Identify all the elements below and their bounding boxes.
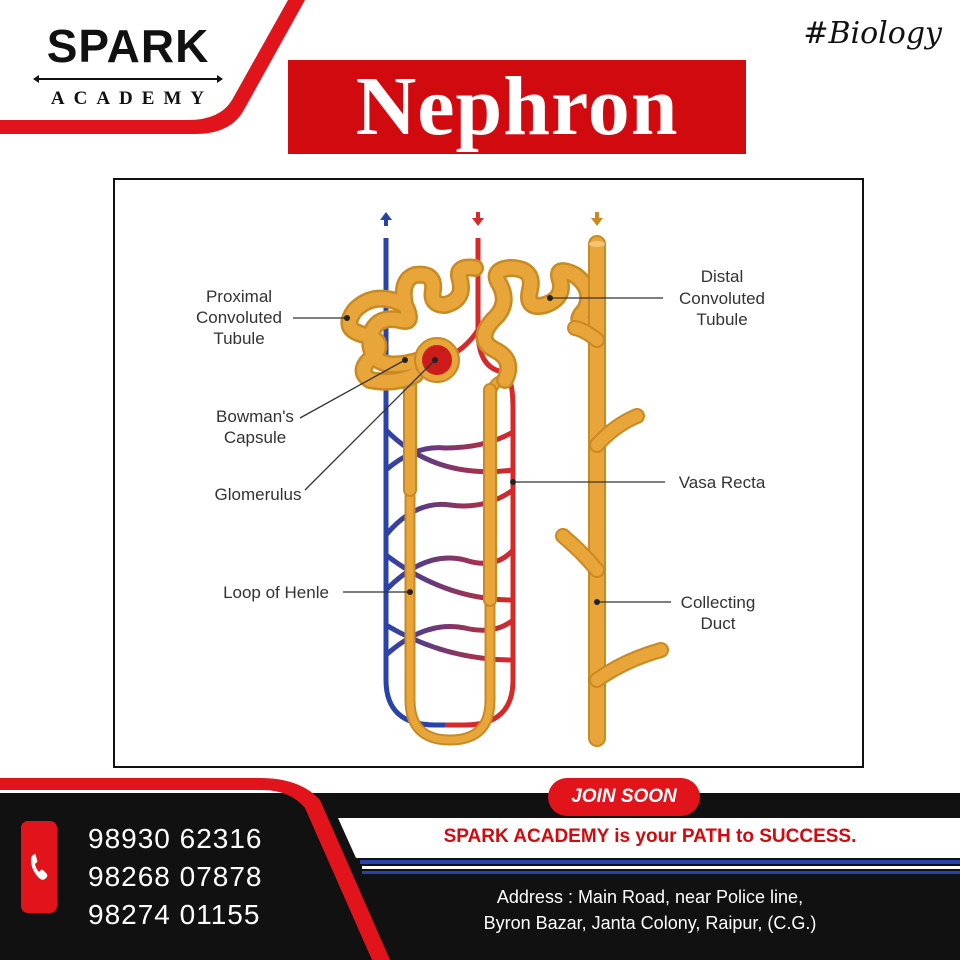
label-dct-3: Tubule xyxy=(696,310,747,329)
tagline: SPARK ACADEMY is your PATH to SUCCESS. xyxy=(443,826,857,847)
title-banner: Nephron xyxy=(288,60,746,154)
leader-lines xyxy=(293,297,671,603)
label-pct-1: Proximal xyxy=(206,287,272,306)
phone-number-2[interactable]: 98268 07878 xyxy=(88,861,263,892)
label-bowman-1: Bowman's xyxy=(216,407,294,426)
label-dct-2: Convoluted xyxy=(679,289,765,308)
flow-arrow-up-icon xyxy=(380,212,392,226)
nephron-illustration: Proximal Convoluted Tubule Bowman's Caps… xyxy=(196,212,766,747)
vein-vessel xyxy=(383,238,455,728)
label-glomerulus: Glomerulus xyxy=(215,485,302,504)
label-cd-2: Duct xyxy=(701,614,736,633)
phone-numbers: 98930 62316 98268 07878 98274 01155 xyxy=(88,820,263,934)
address-line-1: Address : Main Road, near Police line, xyxy=(496,887,804,907)
label-pct-3: Tubule xyxy=(213,329,264,348)
address: Address : Main Road, near Police line, B… xyxy=(420,884,880,936)
join-soon-badge: JOIN SOON xyxy=(548,778,700,816)
logo-divider-icon xyxy=(33,75,223,83)
label-pct-2: Convoluted xyxy=(196,308,282,327)
phone-number-1[interactable]: 98930 62316 xyxy=(88,823,263,854)
hashtag: #Biology xyxy=(803,16,942,51)
label-dct-1: Distal xyxy=(701,267,744,286)
label-cd-1: Collecting xyxy=(681,593,756,612)
nephron-diagram: Proximal Convoluted Tubule Bowman's Caps… xyxy=(113,178,864,768)
address-line-2: Byron Bazar, Janta Colony, Raipur, (C.G.… xyxy=(483,913,817,933)
label-loop-of-henle: Loop of Henle xyxy=(223,583,329,602)
brand-name: SPARK xyxy=(46,20,210,72)
collecting-duct xyxy=(555,235,669,747)
phone-icon xyxy=(31,854,48,880)
phone-badge xyxy=(21,821,57,913)
label-bowman-2: Capsule xyxy=(224,428,286,447)
vasa-recta-mesh xyxy=(384,428,515,663)
header-swoosh xyxy=(0,0,305,134)
brand-sub: ACADEMY xyxy=(50,88,214,109)
flow-arrow-down-red-icon xyxy=(472,212,484,226)
brand-logo: SPARK ACADEMY xyxy=(28,22,228,110)
flow-arrow-down-orange-icon xyxy=(591,212,603,226)
page-title: Nephron xyxy=(355,60,679,153)
phone-number-3[interactable]: 98274 01155 xyxy=(88,899,261,930)
artery-vessel xyxy=(445,238,516,728)
label-vasa-recta: Vasa Recta xyxy=(679,473,766,492)
